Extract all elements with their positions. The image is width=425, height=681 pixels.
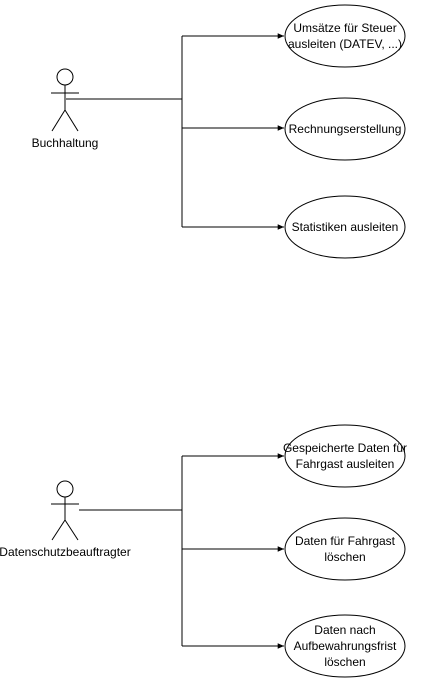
actor-head <box>56 480 74 498</box>
usecase-label-line: Statistiken ausleiten <box>292 220 399 234</box>
usecase-label-line: Gespeicherte Daten für <box>283 441 407 455</box>
actor-datenschutzbeauftragter: Datenschutzbeauftragter <box>0 480 131 559</box>
usecase-aufbewahrungsfrist: Daten nach Aufbewahrungsfrist löschen <box>284 614 406 678</box>
group-buchhaltung: Buchhaltung Umsätze für Steuer ausleiten… <box>32 4 406 259</box>
usecase-ellipse <box>284 97 406 161</box>
actor-right-leg <box>64 109 79 132</box>
usecase-statistiken: Statistiken ausleiten <box>284 195 406 259</box>
usecase-label-line: Fahrgast ausleiten <box>296 457 395 471</box>
usecase-label-line: Daten nach <box>314 623 375 637</box>
usecase-label-line: löschen <box>324 550 365 564</box>
usecase-ellipse <box>284 4 406 68</box>
actor-left-leg <box>51 519 66 541</box>
usecase-daten-loeschen: Daten für Fahrgast löschen <box>284 517 406 581</box>
usecase-ellipse <box>284 195 406 259</box>
actor-left-leg <box>51 109 66 132</box>
group-datenschutzbeauftragter: Datenschutzbeauftragter Gespeicherte Dat… <box>0 424 407 678</box>
usecase-label-line: löschen <box>324 655 365 669</box>
actor-label: Buchhaltung <box>32 136 99 150</box>
usecase-umsaetze: Umsätze für Steuer ausleiten (DATEV, ...… <box>284 4 406 68</box>
actor-label: Datenschutzbeauftragter <box>0 545 131 559</box>
usecase-label-line: Umsätze für Steuer <box>293 21 396 35</box>
actor-buchhaltung: Buchhaltung <box>32 68 99 150</box>
actor-head <box>56 68 74 86</box>
connectors-buchhaltung <box>66 33 284 230</box>
usecase-ellipse <box>284 424 406 488</box>
usecase-label-line: Daten für Fahrgast <box>295 534 396 548</box>
usecase-ellipse <box>284 517 406 581</box>
usecase-label-line: Rechnungserstellung <box>289 122 402 136</box>
usecase-label-line: ausleiten (DATEV, ...) <box>288 37 402 51</box>
usecase-ellipse <box>284 614 406 678</box>
usecase-gespeicherte-daten: Gespeicherte Daten für Fahrgast ausleite… <box>283 424 407 488</box>
actor-right-leg <box>64 519 79 541</box>
usecase-rechnungserstellung: Rechnungserstellung <box>284 97 406 161</box>
usecase-label-line: Aufbewahrungsfrist <box>294 639 397 653</box>
connectors-datenschutzbeauftragter <box>79 453 284 649</box>
